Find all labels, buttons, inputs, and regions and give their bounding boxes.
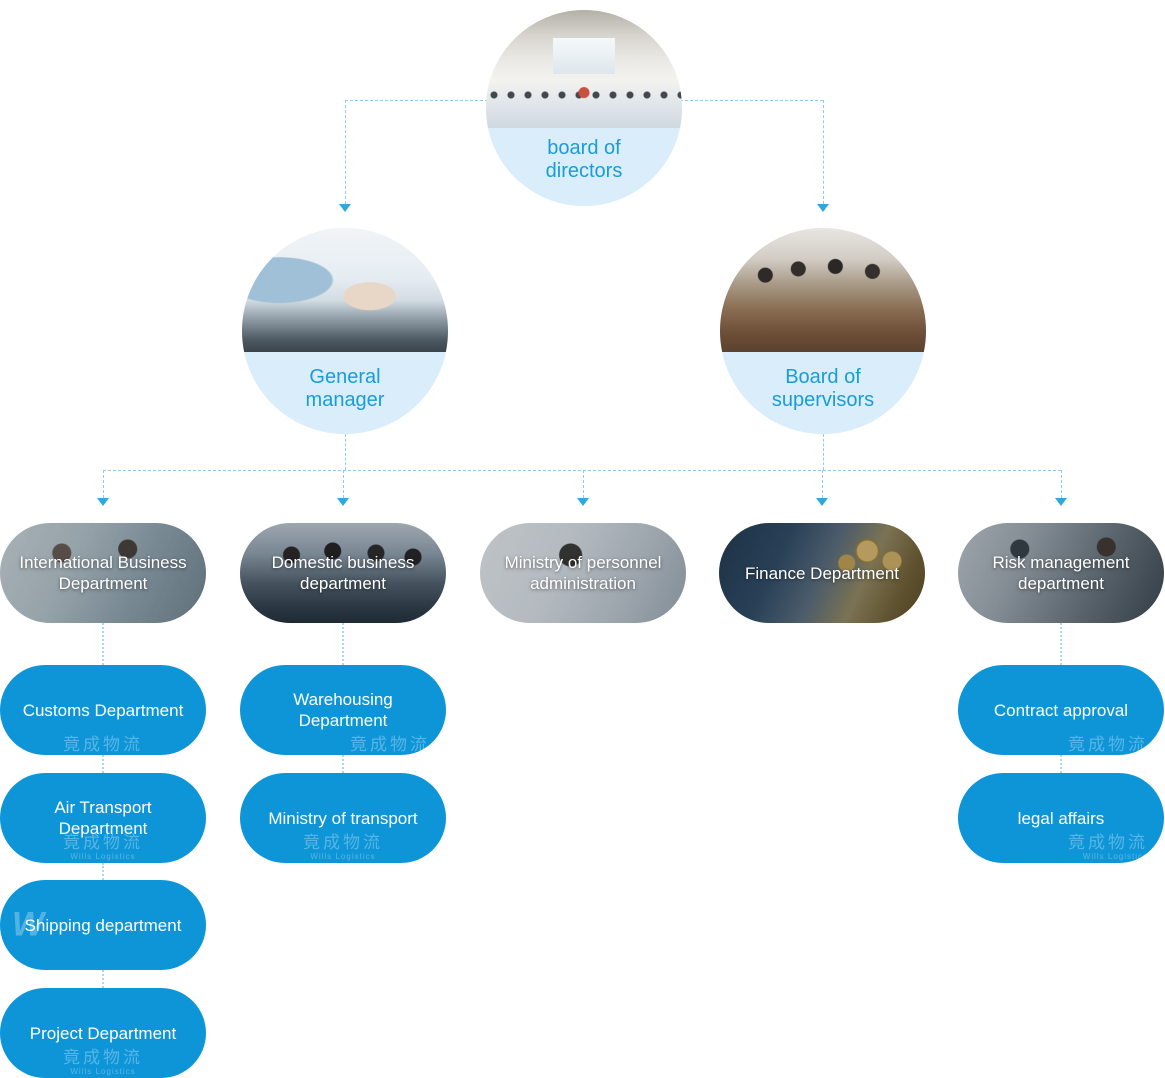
- node-label-panel: Board of supervisors: [720, 351, 926, 434]
- photo-shade: [719, 523, 925, 623]
- node-warehousing-department: Warehousing Department 竟成物流: [240, 665, 446, 755]
- node-risk-management-department: Risk management department: [958, 523, 1164, 623]
- node-label: Risk management department: [992, 553, 1130, 593]
- watermark-logo: 竟成物流 Wills Logistics: [63, 1049, 143, 1076]
- hands-typing-laptop-photo: [242, 228, 448, 352]
- coins-and-pen-photo: [719, 523, 925, 623]
- photo-shade: [958, 523, 1164, 623]
- node-label: Finance Department: [744, 563, 900, 583]
- node-label: Warehousing Department: [293, 690, 393, 730]
- arrow-down-icon: [337, 498, 349, 506]
- dotted-connector-col5: [1060, 755, 1062, 773]
- node-label: International Business Department: [19, 553, 187, 593]
- node-label: Board of supervisors: [771, 365, 875, 411]
- dotted-connector-col1: [102, 755, 104, 773]
- business-team-suits-photo: [240, 523, 446, 623]
- node-label: board of directors: [545, 136, 623, 182]
- connector-to-risk-management: [1061, 470, 1062, 498]
- watermark-logo: 竟成物流: [350, 736, 430, 753]
- node-legal-affairs: legal affairs 竟成物流 Wills Logistics: [958, 773, 1164, 863]
- watermark-logo: 竟成物流: [63, 736, 143, 753]
- node-label: Contract approval: [993, 700, 1129, 720]
- node-air-transport-department: Air Transport Department 竟成物流 Wills Logi…: [0, 773, 206, 863]
- node-label: legal affairs: [1017, 808, 1105, 828]
- dotted-connector-col1: [102, 623, 104, 665]
- watermark-chinese-text: 竟成物流: [1068, 833, 1148, 852]
- connector-to-domestic-business: [343, 470, 344, 498]
- node-finance-department: Finance Department: [719, 523, 925, 623]
- watermark-logo: 竟成物流: [1068, 736, 1148, 753]
- watermark-chinese-text: 竟成物流: [303, 833, 383, 852]
- node-label: General manager: [305, 365, 385, 411]
- business-team-office-photo: [0, 523, 206, 623]
- node-ministry-of-transport: Ministry of transport 竟成物流 Wills Logisti…: [240, 773, 446, 863]
- connector-departments-horizontal: [103, 470, 1061, 471]
- node-international-business-department: International Business Department: [0, 523, 206, 623]
- watermark-english-text: Wills Logistics: [70, 1067, 136, 1076]
- photo-shade: [240, 523, 446, 623]
- connector-root-to-general-manager: [345, 100, 346, 204]
- photo-shade: [480, 523, 686, 623]
- node-label: Ministry of personnel administration: [504, 553, 662, 593]
- hr-professional-photo: [480, 523, 686, 623]
- node-label-panel: General manager: [242, 351, 448, 434]
- node-label-panel: board of directors: [486, 127, 682, 206]
- watermark-chinese-text: 竟成物流: [63, 1048, 143, 1067]
- arrow-down-icon: [339, 204, 351, 212]
- watermark-logo: 竟成物流 Wills Logistics: [1068, 834, 1148, 861]
- arrow-down-icon: [97, 498, 109, 506]
- arrow-down-icon: [577, 498, 589, 506]
- node-project-department: Project Department 竟成物流 Wills Logistics: [0, 988, 206, 1078]
- node-board-of-directors: board of directors: [486, 10, 682, 206]
- dotted-connector-col1: [102, 863, 104, 880]
- watermark-english-text: Wills Logistics: [70, 852, 136, 861]
- watermark-chinese-text: 竟成物流: [1068, 735, 1148, 754]
- node-customs-department: Customs Department 竟成物流: [0, 665, 206, 755]
- node-label: Air Transport Department: [54, 798, 152, 838]
- connector-to-finance: [822, 470, 823, 498]
- watermark-english-text: Wills Logistics: [310, 852, 376, 861]
- arrow-down-icon: [816, 498, 828, 506]
- arrow-down-icon: [1055, 498, 1067, 506]
- dotted-connector-col5: [1060, 623, 1062, 665]
- dotted-connector-col2: [342, 623, 344, 665]
- watermark-english-text: Wills Logistics: [1082, 852, 1148, 861]
- node-label: Domestic business department: [271, 553, 415, 593]
- connector-general-manager-down: [345, 434, 346, 470]
- node-label: Project Department: [29, 1023, 177, 1043]
- node-board-of-supervisors: Board of supervisors: [720, 228, 926, 434]
- connector-to-personnel: [583, 470, 584, 498]
- connector-root-to-board-of-supervisors: [823, 100, 824, 204]
- watermark-chinese-text: 竟成物流: [63, 735, 143, 754]
- watermark-logo: 竟成物流 Wills Logistics: [303, 834, 383, 861]
- connector-to-international-business: [103, 470, 104, 498]
- dotted-connector-col1: [102, 970, 104, 988]
- connector-board-of-supervisors-down: [823, 434, 824, 470]
- businessmen-meeting-photo: [958, 523, 1164, 623]
- node-label: Customs Department: [22, 700, 184, 720]
- node-label: Shipping department: [24, 915, 182, 935]
- node-label: Ministry of transport: [268, 808, 418, 828]
- supervisors-meeting-photo: [720, 228, 926, 352]
- watermark-chinese-text: 竟成物流: [350, 735, 430, 754]
- photo-shade: [0, 523, 206, 623]
- node-ministry-of-personnel-administration: Ministry of personnel administration: [480, 523, 686, 623]
- node-domestic-business-department: Domestic business department: [240, 523, 446, 623]
- conference-room-photo: [486, 10, 682, 128]
- dotted-connector-col2: [342, 755, 344, 773]
- node-general-manager: General manager: [242, 228, 448, 434]
- node-contract-approval: Contract approval 竟成物流: [958, 665, 1164, 755]
- node-shipping-department: Shipping department W: [0, 880, 206, 970]
- arrow-down-icon: [817, 204, 829, 212]
